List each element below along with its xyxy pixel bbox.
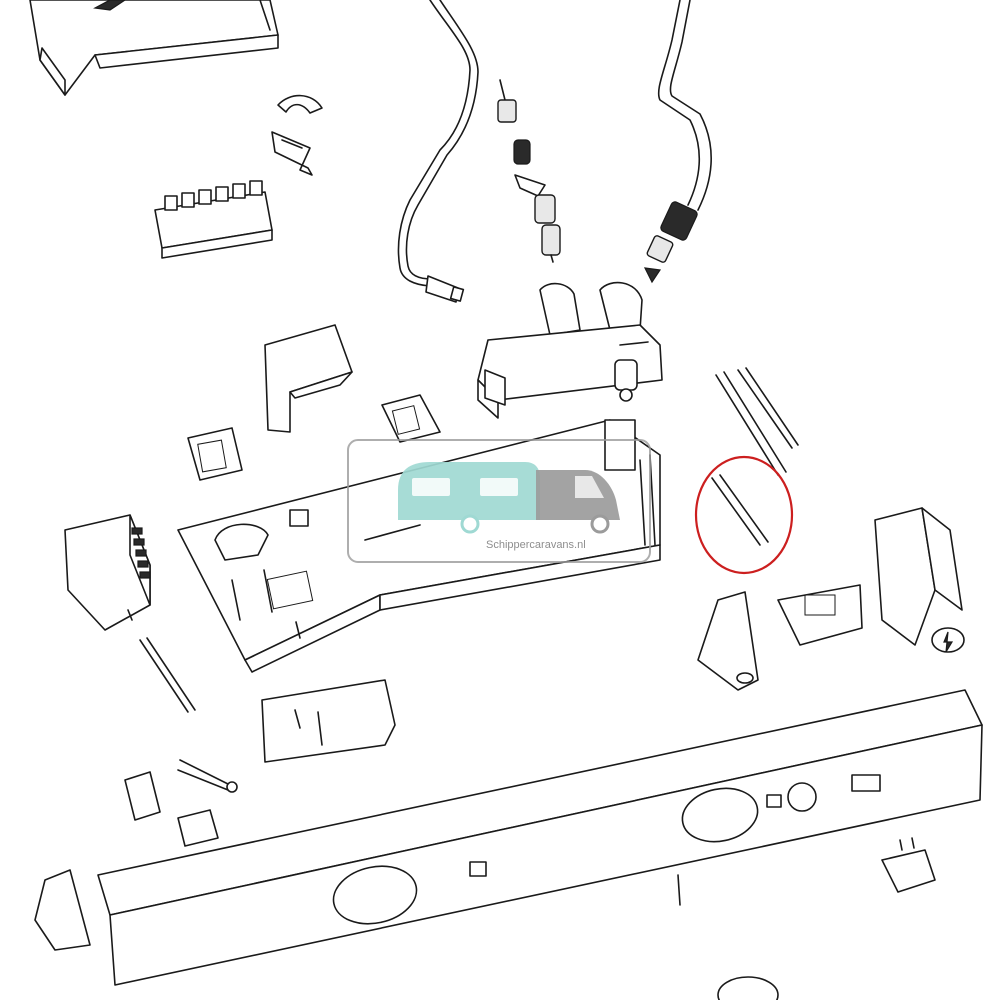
screw-part: [677, 874, 681, 906]
rods-pair-part: [715, 367, 799, 476]
switch-pin: [139, 571, 151, 579]
cover-piece-part: [264, 324, 353, 433]
terminal-block-part: [154, 180, 273, 259]
switch-pin: [131, 527, 143, 535]
thermocouple-fittings-part: [497, 79, 561, 263]
watermark-text: Schippercaravans.nl: [486, 539, 586, 551]
gas-pipe-right-part: [643, 0, 712, 284]
main-chassis-part: [177, 419, 661, 673]
gas-pipe-left-part: [397, 0, 479, 303]
watermark-logo: Schippercaravans.nl: [347, 439, 651, 563]
mount-bracket-left-part: [187, 427, 243, 481]
connector-part: [881, 837, 936, 893]
rod-highlight-part: [694, 455, 794, 575]
switch-pin: [133, 538, 145, 546]
igniter-part: [874, 507, 965, 653]
spring-bracket-part: [271, 131, 313, 176]
switch-pin: [135, 549, 147, 557]
small-switch-part: [124, 771, 219, 847]
switch-box-part: [64, 514, 196, 713]
switch-pin: [137, 560, 149, 568]
terminal-screw: [249, 180, 263, 196]
terminal-screw: [215, 186, 229, 202]
control-panel-part: [97, 689, 983, 986]
caravan-shape: [398, 462, 540, 520]
mount-bracket-center-part: [381, 394, 441, 443]
top-cover-part: [29, 0, 279, 96]
lower-cover-part: [261, 679, 396, 763]
terminal-screw: [164, 195, 178, 211]
lower-bracket-center-part: [697, 591, 759, 691]
terminal-screw: [181, 192, 195, 208]
gas-valve-part: [477, 281, 663, 419]
small-clip-part: [277, 94, 323, 114]
probe-wire-part: [177, 759, 238, 793]
terminal-screw: [232, 183, 246, 199]
lower-bracket-right-part: [777, 584, 863, 646]
red-highlight-circle: [694, 455, 794, 575]
knob-part: [717, 976, 779, 1000]
terminal-screw: [198, 189, 212, 205]
bottom-bracket-part: [34, 869, 91, 951]
